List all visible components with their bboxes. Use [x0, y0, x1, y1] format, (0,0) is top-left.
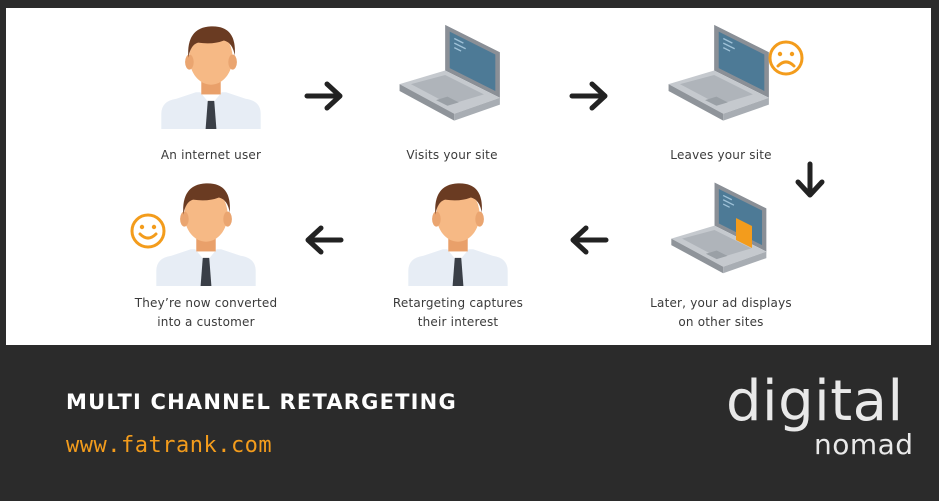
step-caption: Later, your ad displays on other sites	[650, 296, 792, 329]
laptop-ad-icon	[661, 176, 781, 284]
step-converted-customer: They’re now converted into a customer	[126, 176, 286, 336]
logo-wordmark-bottom: nomad	[814, 428, 914, 461]
step-ad-displays: Later, your ad displays on other sites	[641, 176, 801, 336]
logo-wordmark-top: digital	[726, 369, 904, 434]
step-caption: Retargeting captures their interest	[392, 296, 524, 329]
step-visits-site: Visits your site	[372, 18, 532, 168]
arrow-left-icon	[570, 225, 609, 255]
website-link[interactable]: www.fatrank.com	[66, 433, 273, 458]
sad-face-icon	[768, 40, 804, 76]
arrow-right-icon	[569, 81, 608, 111]
laptop-icon	[661, 18, 781, 132]
person-icon	[157, 18, 265, 132]
step-caption: Leaves your site	[670, 148, 772, 162]
step-leaves-site: Leaves your site	[641, 18, 801, 168]
step-caption: They’re now converted into a customer	[134, 296, 278, 329]
step-caption: An internet user	[160, 148, 262, 162]
infographic-title: MULTI CHANNEL RETARGETING	[66, 390, 457, 414]
happy-face-icon	[130, 213, 166, 249]
person-icon	[152, 176, 260, 288]
step-caption: Visits your site	[406, 148, 498, 162]
laptop-icon	[392, 18, 512, 132]
flow-panel: An internet user Visits your site Leaves…	[6, 8, 931, 345]
arrow-right-icon	[304, 81, 343, 111]
person-icon	[404, 176, 512, 288]
step-internet-user: An internet user	[131, 18, 291, 168]
arrow-left-icon	[305, 225, 344, 255]
step-retargeting-captures: Retargeting captures their interest	[378, 176, 538, 336]
arrow-down-icon	[795, 161, 825, 198]
